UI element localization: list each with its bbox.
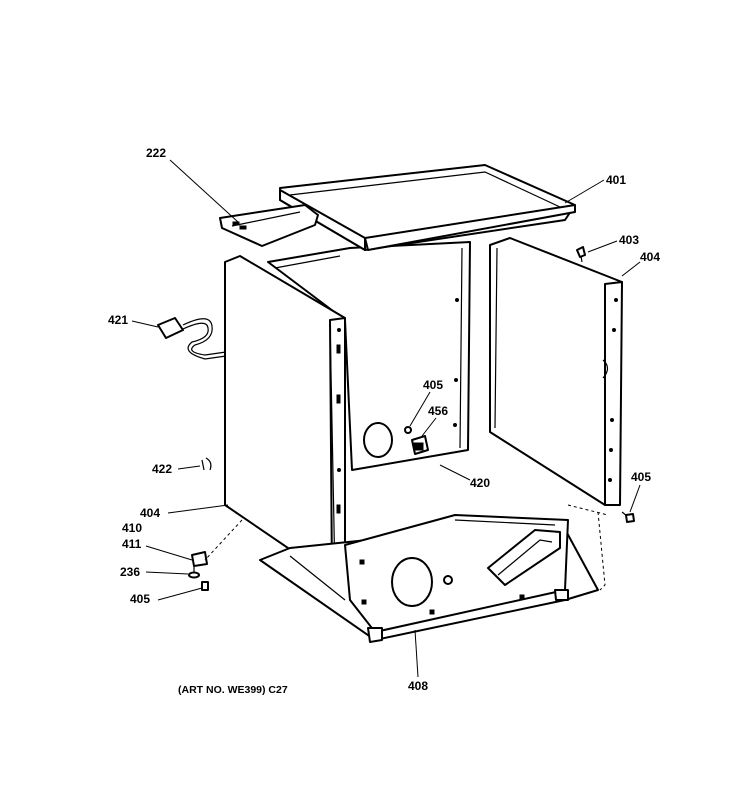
top-cover	[279, 164, 576, 251]
screw-403	[576, 246, 586, 263]
part-label-421: 421	[108, 313, 128, 327]
part-label-422: 422	[152, 462, 172, 476]
art-number-caption: (ART NO. WE399) C27	[178, 684, 288, 696]
part-label-236: 236	[120, 565, 140, 579]
part-label-410: 410	[122, 521, 142, 535]
alignment-line	[597, 511, 606, 591]
alignment-line	[204, 519, 243, 561]
right-side-panel	[489, 237, 623, 506]
part-label-420: 420	[470, 476, 490, 490]
part-label-403: 403	[619, 233, 639, 247]
screw-405-left	[201, 581, 209, 591]
part-label-408: 408	[408, 679, 428, 693]
part-label-405-right: 405	[631, 470, 651, 484]
part-label-405-center: 405	[423, 378, 443, 392]
part-label-222: 222	[146, 146, 166, 160]
part-label-404-right: 404	[640, 250, 660, 264]
part-label-456: 456	[428, 404, 448, 418]
leveling-leg-410	[188, 551, 208, 579]
part-label-404-left: 404	[140, 506, 160, 520]
leader-lines	[131, 159, 641, 678]
power-cord	[157, 317, 227, 360]
alignment-line	[567, 504, 609, 516]
screw-405-center	[404, 426, 412, 434]
part-label-411: 411	[122, 537, 142, 551]
left-side-panel	[224, 255, 346, 581]
base-frame	[259, 514, 599, 643]
clip-456	[411, 435, 429, 455]
part-label-401: 401	[606, 173, 626, 187]
top-bracket	[219, 204, 319, 247]
hook-422	[201, 457, 212, 471]
part-label-405-left: 405	[130, 592, 150, 606]
screw-405-right	[621, 511, 635, 523]
